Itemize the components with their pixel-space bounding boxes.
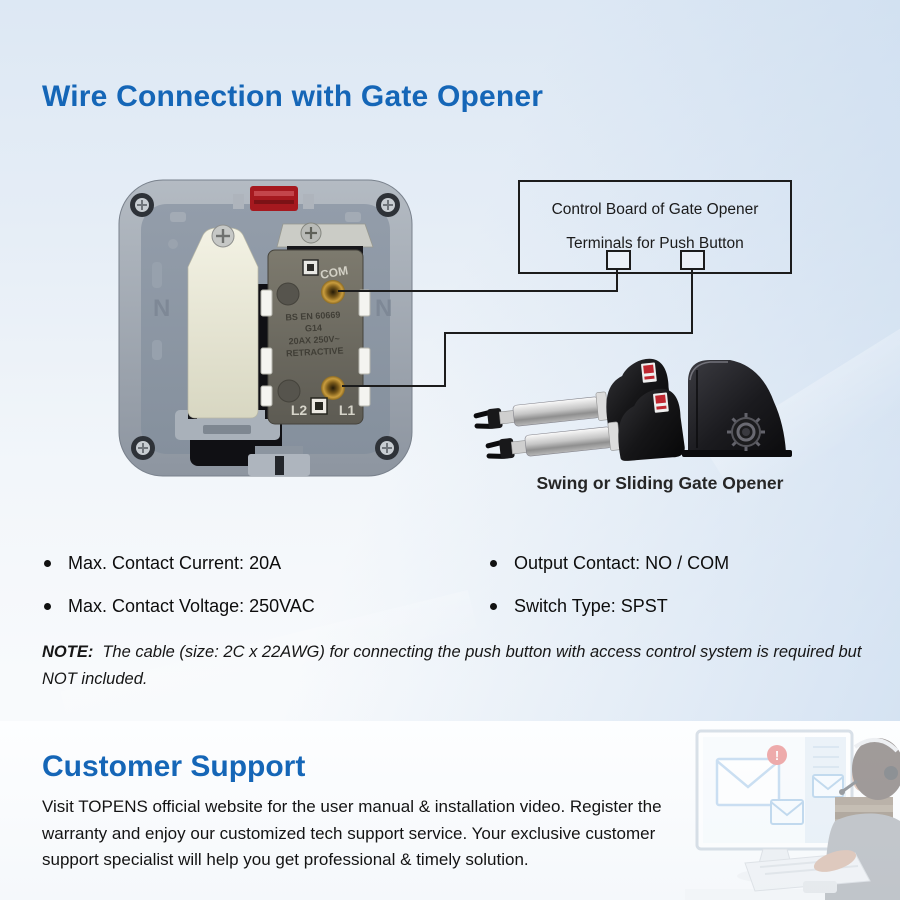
sliding-gate-opener bbox=[682, 360, 792, 457]
phone bbox=[803, 881, 837, 893]
bullet-icon bbox=[490, 560, 497, 567]
hand bbox=[813, 850, 857, 872]
bullet-icon bbox=[44, 603, 51, 610]
board-terminal-1 bbox=[606, 250, 631, 270]
wire-l1-horizontal-1 bbox=[342, 385, 446, 387]
note-label: NOTE: bbox=[42, 643, 94, 661]
spec-text: Max. Contact Current: 20A bbox=[68, 553, 282, 573]
housing-tab bbox=[303, 194, 314, 209]
control-board-callout: Control Board of Gate Opener Terminals f… bbox=[518, 180, 792, 274]
customer-support-section: Customer Support Visit TOPENS official w… bbox=[0, 721, 900, 900]
side-clips bbox=[260, 289, 371, 407]
screw-hole bbox=[277, 379, 301, 403]
page-title: Wire Connection with Gate Opener bbox=[42, 80, 544, 113]
push-button-switch-photo: N N bbox=[118, 179, 413, 477]
note-body: The cable (size: 2C x 22AWG) for connect… bbox=[42, 643, 862, 688]
housing-notch bbox=[255, 446, 303, 454]
corner-screws bbox=[130, 193, 400, 460]
callout-line-2: Terminals for Push Button bbox=[566, 235, 744, 252]
callout-line-1: Control Board of Gate Opener bbox=[551, 201, 759, 218]
svg-text:BS EN 60669: BS EN 60669 bbox=[285, 310, 340, 323]
com-label: COM bbox=[319, 263, 349, 282]
l1-terminal bbox=[321, 376, 345, 400]
spec-item: Max. Contact Current: 20A bbox=[44, 553, 281, 574]
email-icon bbox=[715, 757, 781, 807]
wire-com-vertical bbox=[616, 268, 618, 292]
svg-text:RETRACTIVE: RETRACTIVE bbox=[286, 345, 344, 358]
housing-rib bbox=[152, 262, 162, 288]
l1-label: L1 bbox=[339, 402, 356, 418]
spec-text: Max. Contact Voltage: 250VAC bbox=[68, 596, 315, 616]
com-terminal bbox=[321, 280, 345, 304]
mounting-bracket bbox=[276, 223, 374, 248]
rocker-screw bbox=[211, 224, 235, 248]
switch-markings: BS EN 60669 G14 20AX 250V~ RETRACTIVE bbox=[285, 310, 344, 359]
housing-boss bbox=[168, 239, 178, 249]
bullet-icon bbox=[490, 603, 497, 610]
red-clip-shadow bbox=[254, 200, 294, 204]
svg-text:G14: G14 bbox=[305, 323, 323, 334]
wire-com-horizontal bbox=[338, 290, 618, 292]
bracket-screw bbox=[300, 222, 322, 244]
rocker-face bbox=[187, 227, 259, 419]
screw-hole bbox=[276, 282, 300, 306]
housing-tab bbox=[345, 212, 361, 222]
email-icon bbox=[770, 799, 804, 825]
headset-icon bbox=[853, 738, 899, 753]
bullet-icon bbox=[44, 560, 51, 567]
support-illustration: ! bbox=[685, 729, 900, 900]
red-clip-highlight bbox=[254, 191, 294, 196]
housing-tab bbox=[170, 212, 186, 222]
desk bbox=[685, 889, 900, 900]
wire-l1-vertical-2 bbox=[691, 268, 693, 334]
opener-caption: Swing or Sliding Gate Opener bbox=[536, 473, 784, 493]
svg-text:20AX 250V~: 20AX 250V~ bbox=[288, 334, 340, 347]
red-clip bbox=[250, 186, 298, 211]
bottom-connector-slot bbox=[275, 456, 284, 475]
n-marking-left: N bbox=[153, 295, 170, 322]
spec-item: Output Contact: NO / COM bbox=[490, 553, 729, 574]
note-text: NOTE:The cable (size: 2C x 22AWG) for co… bbox=[42, 639, 874, 693]
n-marking-right: N bbox=[375, 295, 392, 322]
support-body: Visit TOPENS official website for the us… bbox=[42, 797, 662, 869]
spec-text: Switch Type: SPST bbox=[514, 596, 668, 616]
spec-item: Switch Type: SPST bbox=[490, 596, 668, 617]
gate-openers-photo bbox=[468, 356, 792, 478]
housing-tab bbox=[233, 194, 244, 209]
board-terminal-2 bbox=[680, 250, 705, 270]
support-heading: Customer Support bbox=[42, 750, 306, 783]
drive-gear bbox=[727, 413, 765, 451]
spec-item: Max. Contact Voltage: 250VAC bbox=[44, 596, 315, 617]
svg-text:!: ! bbox=[775, 748, 779, 763]
notification-badge-icon: ! bbox=[767, 745, 787, 765]
l2-label: L2 bbox=[291, 402, 308, 418]
email-icon bbox=[812, 774, 844, 798]
housing-rib bbox=[152, 340, 162, 360]
wire-l1-vertical-1 bbox=[444, 332, 446, 387]
wire-l1-horizontal-2 bbox=[444, 332, 693, 334]
rocker-module bbox=[175, 224, 282, 466]
spec-text: Output Contact: NO / COM bbox=[514, 553, 730, 573]
switch-mechanism: COM BS EN 60669 G14 20AX 250V~ RETRACTIV… bbox=[260, 222, 374, 425]
